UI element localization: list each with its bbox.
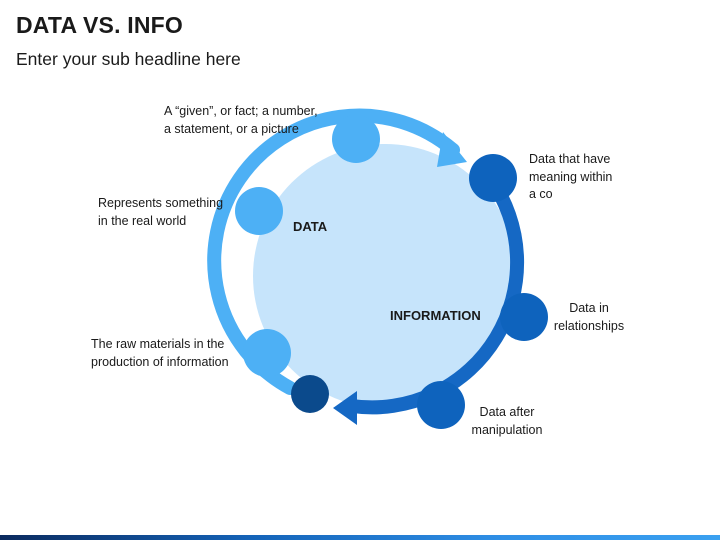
info-point-meaning-line-1: Data that have [529,152,611,166]
data-point-raw-materials-label: The raw materials in the production of i… [91,336,229,371]
data-node-raw-materials [243,329,291,377]
data-node-real-world [235,187,283,235]
info-point-manipulation-label: Data after manipulation [464,404,550,439]
information-center-label: INFORMATION [390,308,481,323]
info-point-relationships-line-2: relationships [553,318,625,333]
data-point-raw-materials-line-1: The raw materials in the [91,337,225,351]
info-point-manipulation-line-1: Data after [479,405,535,419]
data-center-label: DATA [293,219,328,234]
data-point-given-label: A “given”, or fact; a number, a statemen… [164,103,318,138]
footer-bar [0,535,720,540]
info-node-meaning [469,154,517,202]
data-arc-arrowhead-icon [437,132,467,167]
info-node-relationships [500,293,548,341]
data-point-given-line-2: a statement, or a picture [164,121,299,136]
info-point-meaning-line-2: meaning within [529,169,613,184]
data-node-given [332,115,380,163]
end-node [291,375,329,413]
info-node-manipulation [417,381,465,429]
info-point-relationships-line-1: Data in [569,301,609,315]
data-arc [207,108,460,395]
information-arc [345,171,525,415]
info-point-manipulation-line-2: manipulation [471,422,543,437]
page-title: DATA VS. INFO [16,12,184,38]
info-point-relationships-label: Data in relationships [548,300,630,335]
page-subtitle: Enter your sub headline here [16,49,241,69]
data-point-given-line-1: A “given”, or fact; a number, [164,104,318,118]
data-point-real-world-label: Represents something in the real world [98,195,223,230]
info-point-meaning-label: Data that have meaning within a co [529,151,612,204]
data-point-raw-materials-line-2: production of information [91,354,229,369]
info-point-meaning-line-3: a co [529,187,553,201]
data-point-real-world-line-2: in the real world [98,213,187,228]
information-arc-arrowhead-icon [333,391,357,425]
data-point-real-world-line-1: Represents something [98,196,224,210]
center-circle [253,144,517,408]
